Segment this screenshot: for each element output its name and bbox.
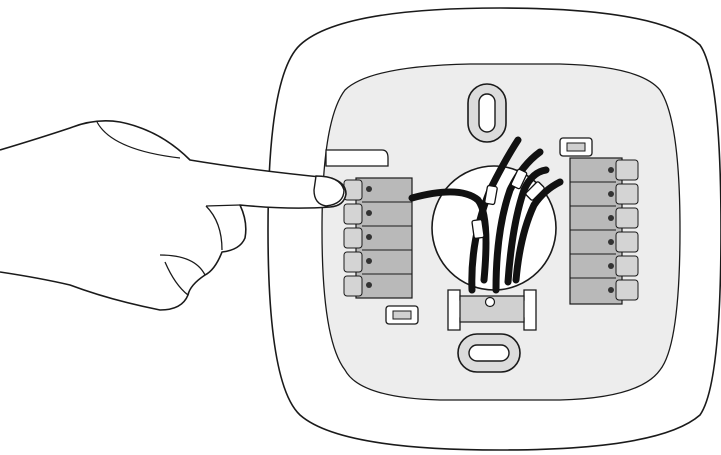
retaining-clip — [560, 138, 592, 156]
retaining-clip — [386, 306, 418, 324]
mounting-screw-slot-icon — [458, 334, 520, 372]
mounting-screw-slot-icon — [468, 84, 506, 142]
release-tab — [326, 150, 388, 166]
terminal-block-icon — [344, 178, 412, 298]
